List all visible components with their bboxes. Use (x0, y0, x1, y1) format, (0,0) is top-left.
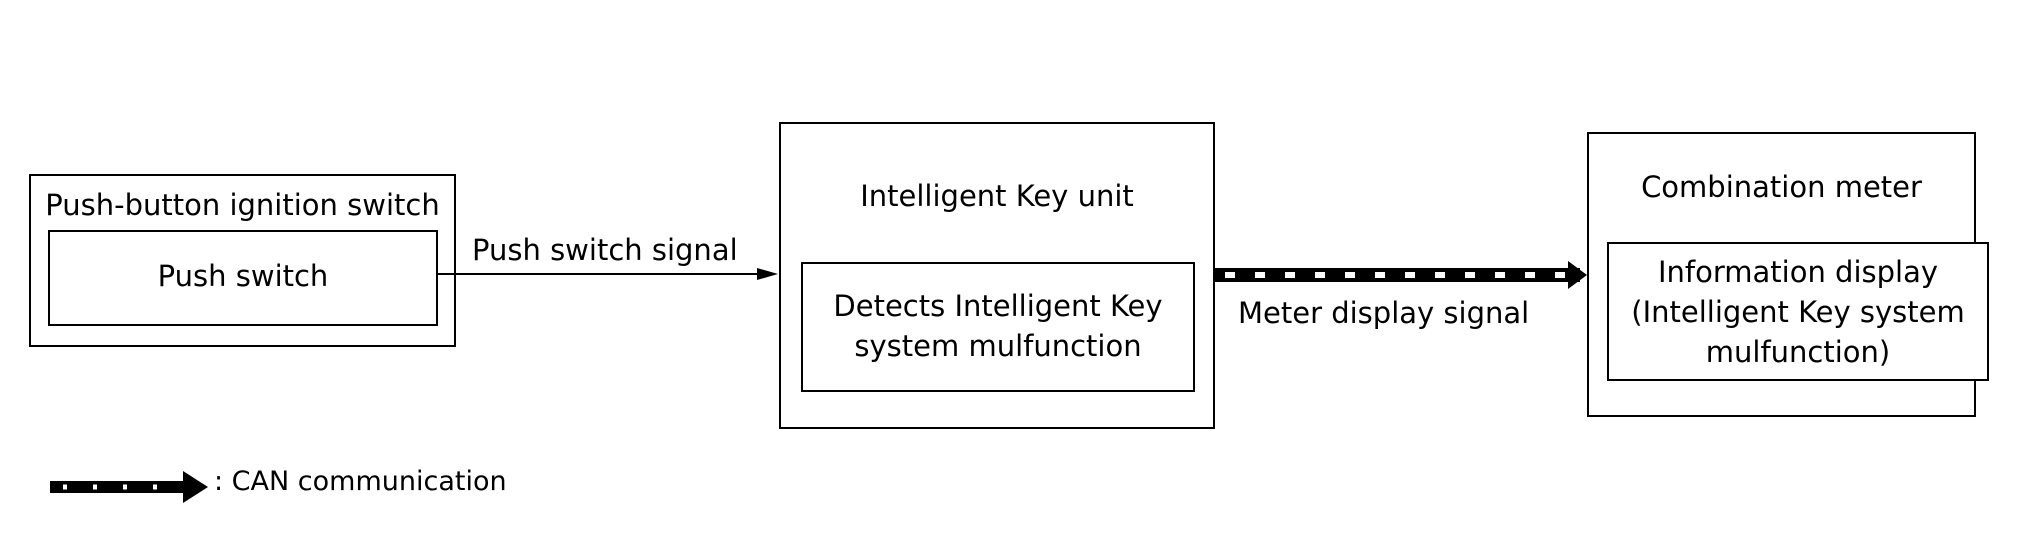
legend-can-label: : CAN communication (214, 466, 507, 497)
push-switch-signal-label: Push switch signal (472, 233, 738, 267)
combination-meter-block: Combination meter Information display (I… (1587, 132, 1989, 417)
push-switch-label: Push switch (157, 259, 329, 293)
ignition-switch-block: Push-button ignition switch Push switch (29, 174, 456, 347)
combination-meter-title: Combination meter (1641, 170, 1922, 204)
legend-can-arrow (50, 471, 208, 503)
push-switch-signal-arrow (437, 268, 778, 280)
information-display-box: Information display (Intelligent Key sys… (1607, 242, 1989, 381)
ignition-switch-title: Push-button ignition switch (45, 188, 440, 222)
detects-malfunction-label: Detects Intelligent Key system mulfuncti… (833, 289, 1163, 363)
can-communication-arrow (1215, 261, 1587, 289)
information-display-label: Information display (Intelligent Key sys… (1631, 255, 1965, 369)
intelligent-key-unit-block: Intelligent Key unit Detects Intelligent… (779, 122, 1215, 429)
meter-display-signal-label: Meter display signal (1238, 296, 1530, 330)
detects-malfunction-box: Detects Intelligent Key system mulfuncti… (801, 262, 1195, 392)
intelligent-key-unit-title: Intelligent Key unit (860, 179, 1134, 213)
push-switch-box: Push switch (48, 230, 438, 326)
